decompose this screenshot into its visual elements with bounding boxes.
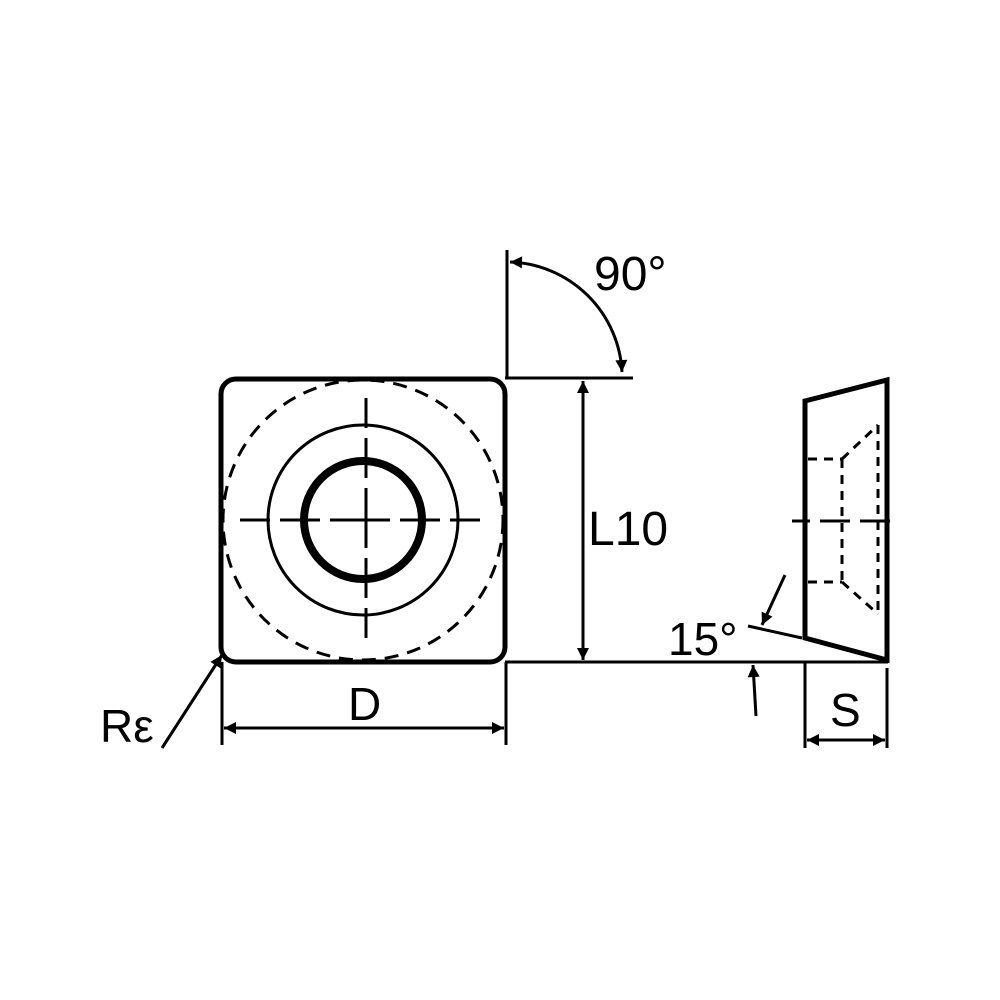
- side-view: [792, 376, 900, 664]
- top-view: [218, 376, 508, 665]
- angle-90-label: 90°: [594, 248, 667, 301]
- inscribed-circle: [221, 378, 505, 662]
- hidden-lines: [808, 423, 880, 616]
- side-outline: [802, 376, 890, 664]
- s-label: S: [830, 684, 861, 736]
- angle-15-dimension: [747, 574, 803, 717]
- s-dimension: [803, 662, 889, 748]
- corner-radius-label: Rε: [100, 700, 154, 752]
- angle-90-dimension: [505, 250, 633, 380]
- d-label: D: [348, 678, 381, 730]
- corner-radius-leader: [160, 654, 224, 749]
- d-dimension: [220, 662, 508, 745]
- angle-15-label: 15°: [668, 613, 738, 665]
- insert-outline: [218, 376, 508, 665]
- l10-label: L10: [588, 503, 668, 556]
